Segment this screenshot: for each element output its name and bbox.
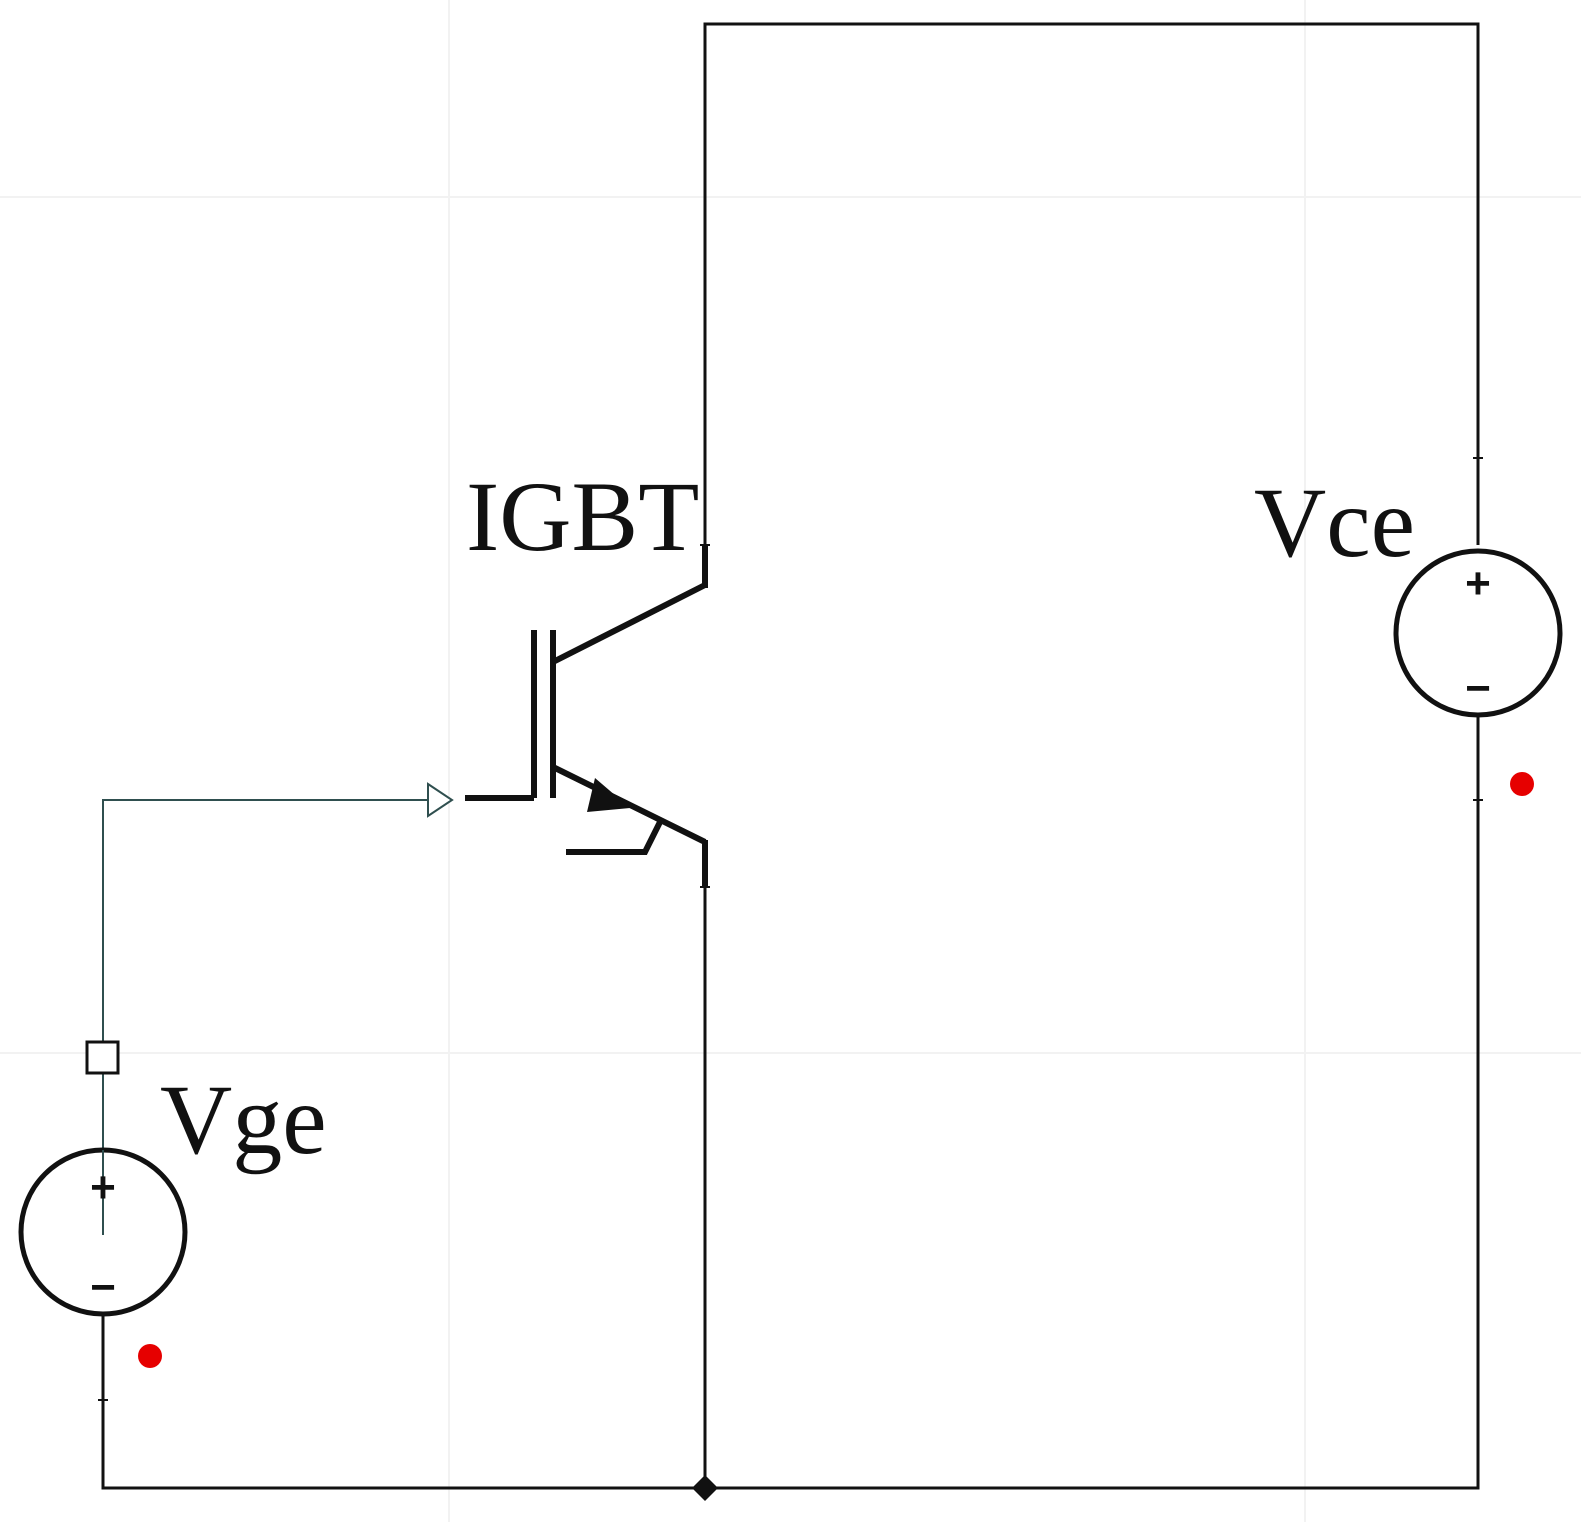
vge-probe-marker bbox=[138, 1344, 162, 1368]
igbt-symbol bbox=[465, 545, 708, 887]
igbt-emitter-leg bbox=[551, 764, 707, 845]
vce-source-circle bbox=[1393, 548, 1563, 718]
igbt-emitter-arrow bbox=[587, 778, 630, 812]
collector-wire bbox=[703, 22, 1480, 585]
vce-minus-sign: − bbox=[1465, 664, 1491, 713]
igbt-collector-leg bbox=[551, 582, 707, 665]
vge-source: + − bbox=[18, 1147, 188, 1317]
junction-node bbox=[692, 1475, 718, 1501]
gate-port-marker bbox=[427, 782, 454, 818]
vce-source: + − bbox=[1393, 548, 1563, 718]
circuit-wires bbox=[101, 22, 1480, 1490]
vce-plus-sign: + bbox=[1465, 559, 1491, 608]
vge-label: Vge bbox=[160, 1064, 327, 1175]
wire-ticks bbox=[98, 457, 1483, 1401]
igbt-label: IGBT bbox=[466, 461, 699, 572]
vge-plus-sign: + bbox=[90, 1163, 116, 1212]
vce-label: Vce bbox=[1254, 467, 1415, 578]
vge-minus-sign: − bbox=[90, 1263, 116, 1312]
igbt-diode-bracket bbox=[566, 820, 663, 855]
vce-probe-marker bbox=[1510, 772, 1534, 796]
vge-port-square bbox=[85, 1040, 120, 1075]
